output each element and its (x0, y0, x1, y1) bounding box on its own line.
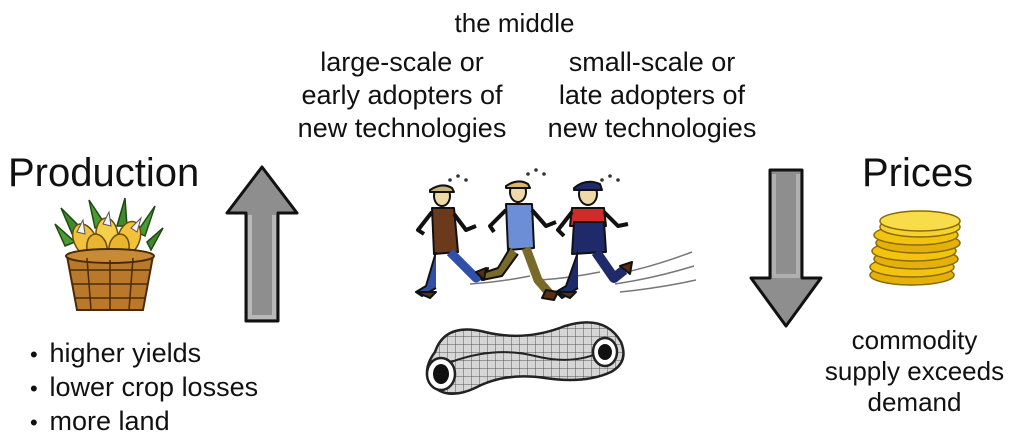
bullet-icon: • (30, 376, 38, 401)
bullet-text: more land (49, 406, 170, 436)
bullet-icon: • (30, 410, 38, 435)
production-heading: Production (8, 151, 200, 195)
list-item: • lower crop losses (30, 371, 258, 405)
small-scale-line-2: late adopters of (558, 80, 746, 110)
down-arrow-icon (749, 168, 823, 328)
list-item: • higher yields (30, 337, 258, 371)
prices-caption-line-3: demand (867, 387, 962, 417)
small-scale-line-1: small-scale or (568, 47, 736, 77)
corn-basket-icon (54, 197, 164, 311)
running-farmers-icon (415, 168, 697, 301)
up-arrow-icon (225, 165, 299, 323)
large-scale-line-3: new technologies (297, 113, 507, 143)
bullet-text: lower crop losses (49, 372, 259, 402)
small-scale-label: small-scale or late adopters of new tech… (522, 46, 782, 145)
gold-coins-icon (869, 210, 961, 286)
list-item: • more land (30, 405, 258, 439)
small-scale-line-3: new technologies (547, 113, 757, 143)
bullet-text: higher yields (49, 338, 202, 368)
treadmill-icon (425, 321, 625, 395)
large-scale-label: large-scale or early adopters of new tec… (272, 46, 532, 145)
bullet-icon: • (30, 342, 38, 367)
prices-caption: commodity supply exceeds demand (800, 325, 1029, 418)
prices-caption-line-1: commodity (851, 325, 978, 355)
prices-heading: Prices (862, 151, 974, 195)
production-bullets: • higher yields • lower crop losses • mo… (30, 337, 258, 439)
large-scale-line-1: large-scale or (320, 47, 484, 77)
prices-caption-line-2: supply exceeds (824, 356, 1005, 386)
large-scale-line-2: early adopters of (301, 80, 503, 110)
middle-title: the middle (454, 8, 575, 38)
